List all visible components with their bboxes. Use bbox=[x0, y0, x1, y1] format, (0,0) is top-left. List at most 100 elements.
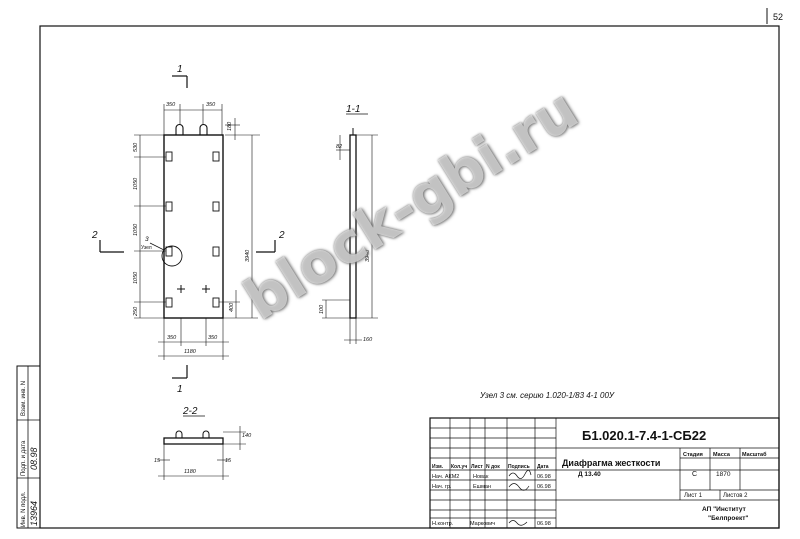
drawing-frame bbox=[39, 25, 780, 529]
side-dim-bottom: 100 bbox=[319, 304, 325, 314]
col-scale: Масштаб bbox=[742, 451, 767, 458]
product-mark: Д 13.40 bbox=[578, 471, 601, 478]
s22-dim-width: 1180 bbox=[184, 469, 197, 475]
row-name: Маркович bbox=[470, 521, 495, 527]
lifting-loop bbox=[199, 123, 208, 135]
row-date: 06.98 bbox=[537, 521, 551, 527]
th-count: Кол.уч bbox=[451, 464, 467, 470]
node-sublabel: Узел bbox=[141, 245, 152, 251]
drawing-designation: Б1.020.1-7.4-1-СБ22 bbox=[582, 428, 706, 443]
embedded-plate bbox=[165, 151, 173, 162]
row-role: Н.контр. bbox=[432, 521, 454, 527]
page-number: 52 bbox=[773, 12, 783, 22]
row-role: Нач. гр. bbox=[432, 484, 452, 490]
row-date: 06.98 bbox=[537, 484, 551, 490]
section-2-2-outline bbox=[163, 437, 224, 445]
cut-label-2-left: 2 bbox=[91, 230, 98, 241]
row-role: Нач. АКМ2 bbox=[432, 474, 459, 480]
replace-inv-label: Взам. инв. N bbox=[21, 381, 27, 416]
side-stamp-frame bbox=[16, 365, 41, 529]
row-date: 06.98 bbox=[537, 474, 551, 480]
title-block-grid bbox=[430, 418, 779, 528]
organization-line-2: "Белпроект" bbox=[708, 515, 749, 522]
dim-total-height: 3940 bbox=[245, 249, 251, 262]
node-leader bbox=[149, 242, 165, 251]
mass-value: 1870 bbox=[716, 471, 731, 478]
th-sheet: Лист bbox=[471, 464, 483, 470]
th-doc: N док bbox=[486, 464, 500, 470]
th-change: Изм. bbox=[432, 464, 444, 470]
mounting-cross bbox=[202, 285, 210, 293]
th-signature: Подпись bbox=[508, 464, 530, 470]
s22-dim-height: 140 bbox=[242, 433, 252, 439]
section-2-2-dimension-lines bbox=[158, 426, 246, 480]
dim-bottom-400: 400 bbox=[229, 302, 235, 312]
s22-dim-left: 15 bbox=[154, 458, 161, 464]
section-2-2-loop bbox=[175, 430, 183, 438]
embedded-plate bbox=[165, 246, 173, 257]
panel-outline bbox=[163, 134, 224, 319]
row-name: Новак bbox=[473, 474, 489, 480]
dim-left-4: 1050 bbox=[133, 271, 139, 284]
dim-bottom-right: 350 bbox=[208, 335, 218, 341]
dimension-lines-bottom bbox=[158, 318, 229, 360]
node-callout-circle bbox=[161, 245, 183, 267]
front-view: 1 1 2 2 3 Узел bbox=[91, 64, 285, 395]
inv-no-label: Инв. N подл. bbox=[21, 491, 27, 527]
embedded-plate bbox=[165, 201, 173, 212]
product-name: Диафрагма жесткости bbox=[562, 458, 660, 468]
section-2-2-loop bbox=[202, 430, 210, 438]
embedded-plate bbox=[212, 297, 220, 308]
side-panel-outline bbox=[349, 134, 357, 319]
cut-label-1-bottom: 1 bbox=[177, 384, 183, 395]
side-dim-top: 82 bbox=[336, 144, 342, 150]
stage-value: С bbox=[692, 471, 697, 478]
section-title-1-1: 1-1 bbox=[346, 104, 360, 115]
mounting-cross bbox=[177, 285, 185, 293]
signature-mark bbox=[508, 520, 528, 526]
s22-dim-right: 15 bbox=[225, 458, 232, 464]
dim-top-right: 350 bbox=[206, 102, 216, 108]
col-stage: Стадия bbox=[683, 452, 703, 458]
drawing-note: Узел 3 см. серию 1.020-1/83 4-1 00У bbox=[479, 391, 615, 400]
embedded-plate bbox=[212, 246, 220, 257]
lifting-loop bbox=[175, 123, 184, 135]
side-stamp: Инв. N подл. 13964 Подп. и дата 08.98 Вз… bbox=[16, 365, 41, 529]
th-date: Дата bbox=[537, 464, 549, 470]
cut-label-1-top: 1 bbox=[177, 64, 183, 75]
side-view: 1-1 82 3940 100 160 bbox=[319, 104, 378, 344]
dim-left-1: 530 bbox=[133, 142, 139, 152]
col-mass: Масса bbox=[713, 452, 731, 458]
embedded-plate bbox=[165, 297, 173, 308]
dim-left-5: 250 bbox=[133, 306, 139, 317]
node-label: 3 bbox=[145, 236, 149, 243]
embedded-plate bbox=[212, 151, 220, 162]
side-dim-thickness: 160 bbox=[363, 337, 373, 343]
dim-bottom-left: 350 bbox=[167, 335, 177, 341]
signature-mark bbox=[508, 469, 532, 479]
dim-top-left: 350 bbox=[166, 102, 176, 108]
title-block: Изм. Кол.уч Лист N док Подпись Дата Нач.… bbox=[429, 417, 780, 529]
sheet-number: Лист 1 bbox=[684, 493, 703, 499]
sign-date-label: Подп. и дата bbox=[21, 440, 27, 476]
title-block-frame bbox=[429, 417, 780, 529]
dimension-lines-right bbox=[219, 135, 258, 319]
dim-total-width: 1180 bbox=[184, 349, 197, 355]
section-title-2-2: 2-2 bbox=[182, 406, 198, 417]
row-name: Ешман bbox=[473, 484, 491, 490]
dim-top-offset: 180 bbox=[227, 121, 233, 131]
organization-line-1: АП "Институт bbox=[702, 506, 746, 513]
dim-left-2: 1050 bbox=[133, 177, 139, 190]
dimension-lines-top bbox=[163, 104, 260, 140]
signature-mark bbox=[508, 483, 530, 491]
section-2-2: 2-2 140 15 15 1180 bbox=[154, 406, 252, 480]
inv-no-value: 13964 bbox=[29, 501, 39, 526]
sign-date-value: 08.98 bbox=[29, 447, 39, 470]
side-dimension-lines bbox=[322, 134, 378, 344]
cut-label-2-right: 2 bbox=[278, 230, 285, 241]
side-dim-total: 3940 bbox=[365, 249, 371, 262]
dimension-lines-left bbox=[134, 134, 166, 319]
embedded-plate bbox=[212, 201, 220, 212]
dim-left-3: 1050 bbox=[133, 223, 139, 236]
